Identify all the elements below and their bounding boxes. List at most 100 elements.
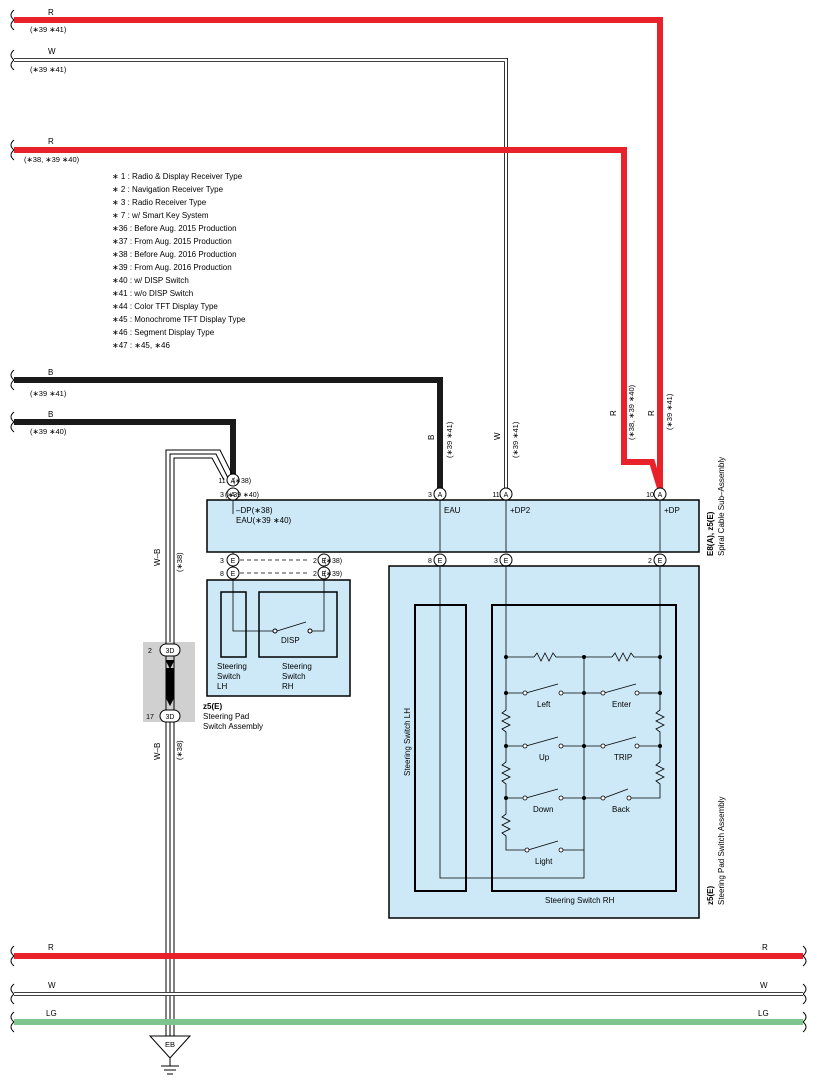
spiral-code: E8(A), z5(E) [706, 511, 715, 556]
wire-b1: B (∗39 ∗41) [14, 368, 443, 488]
bottom-wire-lg-right: LG [758, 1009, 769, 1018]
small-rh-label-1: Steering [282, 662, 312, 671]
joint-pin-box [159, 643, 181, 657]
legend-line: ∗38 : Before Aug. 2016 Production [112, 250, 237, 259]
wire-r1-color: R [48, 8, 54, 17]
switch-enter-label: Enter [612, 700, 631, 709]
ground-eb: EB [148, 1035, 192, 1075]
pin-a11-top: 11 A (∗38) [218, 473, 251, 487]
small-assy-code: z5(E) [203, 702, 222, 711]
pin-conn: E [231, 571, 236, 578]
wire-w-vert-note: (∗39 ∗41) [511, 421, 520, 458]
joint-link [166, 668, 174, 698]
pin-3d-bottom: 17 3D [146, 709, 181, 723]
pin-circle [226, 566, 240, 580]
pin-note: (∗38) [324, 558, 342, 565]
big-lh-box [414, 604, 467, 892]
pin-circle [317, 553, 331, 567]
pin-number: 3 [494, 558, 498, 565]
bottom-wire-r-right: R [762, 943, 768, 952]
pin-number: 3 [220, 492, 224, 499]
wire-w-vert-color: W [493, 432, 502, 440]
pin-note: (∗39) [324, 571, 342, 578]
pin-conn: E [322, 571, 327, 578]
circuit-dots [504, 655, 662, 800]
pin-number: 2 [148, 648, 152, 655]
pin-number: 10 [646, 492, 654, 499]
small-rh-label-3: RH [282, 682, 294, 691]
pin-a3-b: 3 A [428, 487, 447, 501]
bottom-wire-w-right: W [760, 981, 768, 990]
pin-e8-right: 8 E [428, 553, 447, 567]
pin-a11-w: 11 A [492, 487, 513, 501]
spiral-pin-pdp: +DP [664, 506, 680, 515]
switch-light-label: Light [535, 857, 553, 866]
pin-e2-right: 2 E [648, 553, 667, 567]
pin-number: 2 [648, 558, 652, 565]
small-rh-box [258, 591, 338, 658]
bottom-wire-w: W W [14, 981, 803, 996]
pin-number: 2 [313, 558, 317, 565]
pin-e2-b: 2 E (∗39) [313, 566, 342, 580]
pin-number: 17 [146, 714, 154, 721]
wire-wb-bot-note: (∗38) [175, 740, 184, 760]
wire-r1: R (∗39 ∗41) [14, 8, 663, 488]
bottom-wire-w-left: W [48, 981, 56, 990]
switch-left-label: Left [537, 700, 551, 709]
pin-a3-left: 3 A (∗39 ∗40) [220, 487, 259, 501]
spiral-pin-eau-left: EAU(∗39 ∗40) [236, 516, 292, 525]
pin-conn: E [438, 558, 443, 565]
legend: ∗ 1 : Radio & Display Receiver Type ∗ 2 … [112, 172, 246, 350]
wire-r-vert-b-color: R [647, 410, 656, 416]
big-lh-label: Steering Switch LH [403, 708, 412, 776]
small-lh-box [220, 591, 247, 658]
wire-wb-top-color: W–B [153, 549, 162, 566]
pin-note: (∗38) [233, 478, 251, 485]
pin-note: (∗39 ∗40) [225, 492, 259, 499]
pin-circle [433, 487, 447, 501]
legend-line: ∗36 : Before Aug. 2015 Production [112, 224, 237, 233]
wire-r-vert-b-note: (∗39 ∗41) [665, 393, 674, 430]
pin-number: 11 [218, 478, 225, 485]
spiral-name: Spiral Cable Sub–Assembly [717, 457, 726, 556]
small-lh-label-2: Switch [217, 672, 241, 681]
joint-pin-box [159, 709, 181, 723]
wire-r2-note: (∗38, ∗39 ∗40) [24, 155, 80, 164]
small-switch-assembly-box [206, 579, 351, 697]
pin-circle [499, 487, 513, 501]
legend-line: ∗40 : w/ DISP Switch [112, 276, 189, 285]
pin-number: 3 [428, 492, 432, 499]
pin-number: 8 [428, 558, 432, 565]
pin-circle [317, 566, 331, 580]
bottom-wire-r: R R [14, 943, 803, 959]
legend-line: ∗ 2 : Navigation Receiver Type [112, 185, 224, 194]
pin-conn: E [322, 558, 327, 565]
pin-e2-a: 2 E (∗38) [313, 553, 342, 567]
pin-conn: A [438, 492, 443, 499]
pin-3d-top: 2 3D [148, 643, 181, 657]
legend-line: ∗37 : From Aug. 2015 Production [112, 237, 232, 246]
pin-circle [226, 473, 240, 487]
bottom-wire-lg-left: LG [46, 1009, 57, 1018]
pin-conn: A [231, 478, 236, 485]
small-lh-label-3: LH [217, 682, 227, 691]
pin-circle [653, 487, 667, 501]
small-lh-label-1: Steering [217, 662, 247, 671]
wire-wb-top-note: (∗38) [175, 552, 184, 572]
wire-b2-color: B [48, 410, 53, 419]
bottom-wire-r-left: R [48, 943, 54, 952]
switch-contact [272, 628, 278, 634]
switch-contacts [522, 690, 640, 853]
spiral-pin-dp: –DP(∗38) [236, 506, 273, 515]
e-dashed-links [240, 559, 310, 574]
pin-conn: A [231, 492, 236, 499]
pin-conn: A [658, 492, 663, 499]
legend-line: ∗ 3 : Radio Receiver Type [112, 198, 207, 207]
wire-b-vert-color: B [427, 435, 436, 440]
wire-w1: W (∗39 ∗41) [14, 47, 508, 488]
legend-line: ∗39 : From Aug. 2016 Production [112, 263, 232, 272]
spiral-internal-wires [232, 488, 661, 568]
wire-w1-color: W [48, 47, 56, 56]
small-rh-label-2: Switch [282, 672, 306, 681]
big-rh-box [491, 604, 677, 892]
